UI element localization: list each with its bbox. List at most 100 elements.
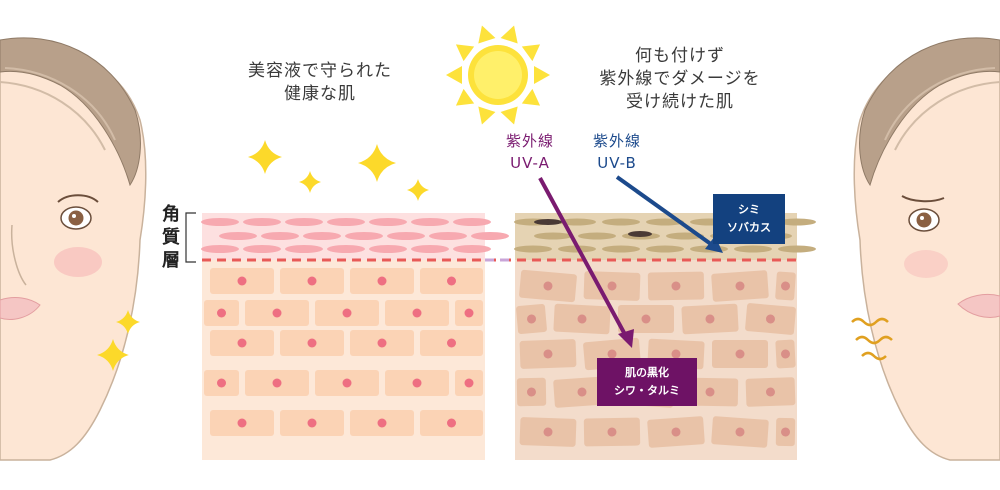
damaged-cell <box>553 303 611 335</box>
corneum-cell <box>602 218 640 226</box>
cell-nucleus <box>464 378 474 388</box>
cell-nucleus <box>447 418 456 428</box>
layer-label-char: 角 <box>162 204 180 225</box>
corneum-cell <box>646 245 684 253</box>
cell-nucleus <box>641 314 651 324</box>
cell-nucleus <box>377 418 387 428</box>
cell-nucleus <box>577 387 587 397</box>
sparkle-icon <box>116 310 140 334</box>
cell-nucleus <box>577 314 587 324</box>
corneum-cell <box>602 245 640 253</box>
uvb-label: 紫外線 UV-B <box>572 130 662 174</box>
sparkle-icon <box>358 144 396 182</box>
corneum-cell <box>453 245 491 253</box>
damaged-cell <box>647 416 705 448</box>
cell-nucleus <box>342 378 352 388</box>
cell-nucleus <box>307 338 317 348</box>
cell-nucleus <box>272 308 282 318</box>
corneum-cell <box>369 245 407 253</box>
damaged-face-hair <box>859 37 1000 187</box>
cell-nucleus <box>671 281 681 291</box>
corneum-cell <box>514 245 552 253</box>
damaged-caption-line: 紫外線でダメージを <box>599 69 761 89</box>
cell-nucleus <box>377 276 387 286</box>
cell-nucleus <box>237 338 247 348</box>
cell-nucleus <box>527 387 536 397</box>
corneum-cell <box>243 218 281 226</box>
corneum-cell <box>778 245 816 253</box>
cell-nucleus <box>766 314 775 324</box>
damaged-cell <box>711 416 769 448</box>
damaged-cell <box>775 417 796 447</box>
cell-nucleus <box>543 427 553 437</box>
damaged-cell <box>553 376 611 408</box>
damaged-cell <box>583 417 641 447</box>
uva-label-line1: 紫外線 <box>505 132 554 150</box>
damaged-face-cheek <box>904 250 948 278</box>
cell-nucleus <box>217 308 226 318</box>
damaged-face-wrinkle-icon <box>851 317 889 327</box>
cell-nucleus <box>447 338 456 348</box>
sparkle-icon <box>248 140 282 174</box>
cell-nucleus <box>607 349 617 359</box>
cell-nucleus <box>237 276 247 286</box>
corneum-cell <box>411 245 449 253</box>
cell-nucleus <box>607 281 617 291</box>
darkening-tag: 肌の黒化 シワ・タルミ <box>597 358 697 406</box>
cell-nucleus <box>781 349 790 359</box>
spots-tag: シミ ソバカス <box>713 194 785 244</box>
corneum-cell <box>453 218 491 226</box>
cell-nucleus <box>527 314 536 324</box>
damaged-cell <box>516 304 547 334</box>
uva-label: 紫外線 UV-A <box>485 130 575 174</box>
sparkle-icons <box>97 140 429 371</box>
sun-ray <box>478 106 496 125</box>
sun-ray <box>500 106 518 125</box>
corneum-cell <box>303 232 341 240</box>
cell-nucleus <box>735 349 745 359</box>
corneum-cell <box>219 232 257 240</box>
sun-ray <box>446 66 462 84</box>
cell-nucleus <box>671 427 681 437</box>
cell-nucleus <box>307 276 317 286</box>
dark-spot <box>534 219 562 225</box>
damaged-cell <box>519 339 577 369</box>
sparkle-icon <box>97 339 129 371</box>
cell-nucleus <box>705 387 715 397</box>
damaged-cell <box>519 417 577 447</box>
cell-nucleus <box>272 378 282 388</box>
cell-nucleus <box>735 281 745 291</box>
darkening-tag-line2: シワ・タルミ <box>614 384 680 397</box>
cell-nucleus <box>543 281 553 291</box>
sparkle-icon <box>299 171 321 193</box>
healthy-face-hair <box>0 37 141 187</box>
sun-ray <box>455 88 475 106</box>
corneum-cell <box>285 245 323 253</box>
corneum-cell <box>429 232 467 240</box>
sparkle-icon <box>407 179 429 201</box>
damaged-cell <box>711 270 769 302</box>
cell-nucleus <box>781 427 790 437</box>
corneum-cell <box>327 245 365 253</box>
cell-nucleus <box>543 349 553 359</box>
corneum-cell <box>734 245 772 253</box>
damaged-face-lips <box>957 293 1000 318</box>
sun-ray <box>478 25 496 44</box>
cell-nucleus <box>464 308 474 318</box>
healthy-skin-cross-section <box>201 213 509 460</box>
cell-nucleus <box>237 418 247 428</box>
damaged-cell <box>618 305 674 333</box>
corneum-cell <box>387 232 425 240</box>
darkening-tag-line1: 肌の黒化 <box>625 366 669 379</box>
sun-icon <box>446 25 550 125</box>
protected-caption-line: 健康な肌 <box>284 84 356 104</box>
corneum-cell <box>411 218 449 226</box>
cell-nucleus <box>671 349 681 359</box>
cell-nucleus <box>377 338 387 348</box>
protected-skin-caption: 美容液で守られた 健康な肌 <box>215 60 425 106</box>
corneum-cell <box>369 218 407 226</box>
damaged-cell <box>745 303 796 335</box>
damaged-cell <box>681 303 739 335</box>
damaged-cell <box>712 340 768 368</box>
